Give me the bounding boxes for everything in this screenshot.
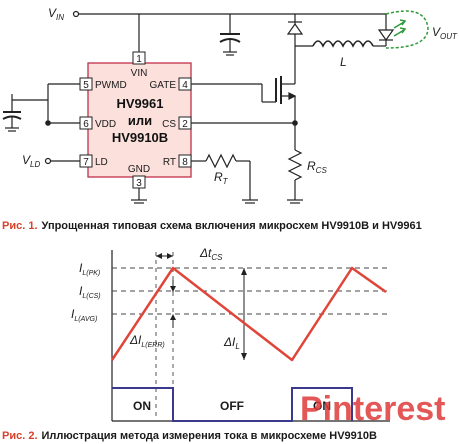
vin-label: VIN	[48, 6, 64, 22]
inductor-label: L	[340, 55, 347, 69]
level-label-cs: IL(CS)	[79, 284, 101, 300]
pin-gate-label: GATE	[150, 80, 177, 91]
ic-chip	[87, 62, 192, 178]
state-on-2: ON	[313, 399, 331, 413]
pin-8-number: 8	[182, 157, 188, 168]
pin-1-number: 1	[136, 54, 142, 65]
chip-name-hv9910b: HV9910B	[112, 130, 168, 145]
rcs-label: RCS	[307, 159, 327, 175]
delta-tcs-label: ΔtCS	[199, 246, 223, 262]
chip-name-hv9961: HV9961	[117, 96, 164, 111]
level-label-pk: IL(PK)	[79, 261, 100, 277]
pin-vdd-label: VDD	[95, 119, 116, 130]
led-light-arrows-icon	[385, 10, 429, 49]
vout-label: VOUT	[432, 25, 458, 41]
pin-vin-label: VIN	[131, 68, 148, 79]
state-on-1: ON	[133, 399, 151, 413]
figure-1-circuit	[2, 10, 395, 204]
level-label-avg: IL(AVG)	[71, 307, 97, 323]
pin-5-number: 5	[83, 80, 89, 91]
vld-label: VLD	[22, 153, 40, 169]
inductor-current-waveform	[110, 266, 387, 362]
pin-7-number: 7	[83, 157, 89, 168]
pin-4-number: 4	[182, 80, 188, 91]
pinterest-watermark: Pinterest	[300, 390, 446, 428]
pin-gnd-label: GND	[128, 164, 150, 175]
delta-ierr-label: ΔIL(ERR)	[129, 333, 165, 349]
pin-rt-label: RT	[163, 157, 176, 168]
rt-label: RT	[214, 170, 229, 186]
pin-pwmd-label: PWMD	[95, 80, 127, 91]
pin-6-number: 6	[83, 119, 89, 130]
pin-3-number: 3	[136, 178, 142, 189]
pin-cs-label: CS	[162, 119, 176, 130]
state-off: OFF	[220, 399, 244, 413]
chip-name-or: или	[128, 113, 152, 128]
figure-2-caption: Рис. 2.Иллюстрация метода измерения тока…	[2, 430, 377, 442]
delta-il-label: ΔIL	[223, 335, 240, 351]
pin-ld-label: LD	[95, 157, 108, 168]
figure-2-waveform	[110, 250, 390, 422]
gate-signal-waveform	[112, 387, 353, 422]
pin-2-number: 2	[182, 119, 188, 130]
figure-1-caption: Рис. 1.Упрощенная типовая схема включени…	[2, 220, 422, 232]
